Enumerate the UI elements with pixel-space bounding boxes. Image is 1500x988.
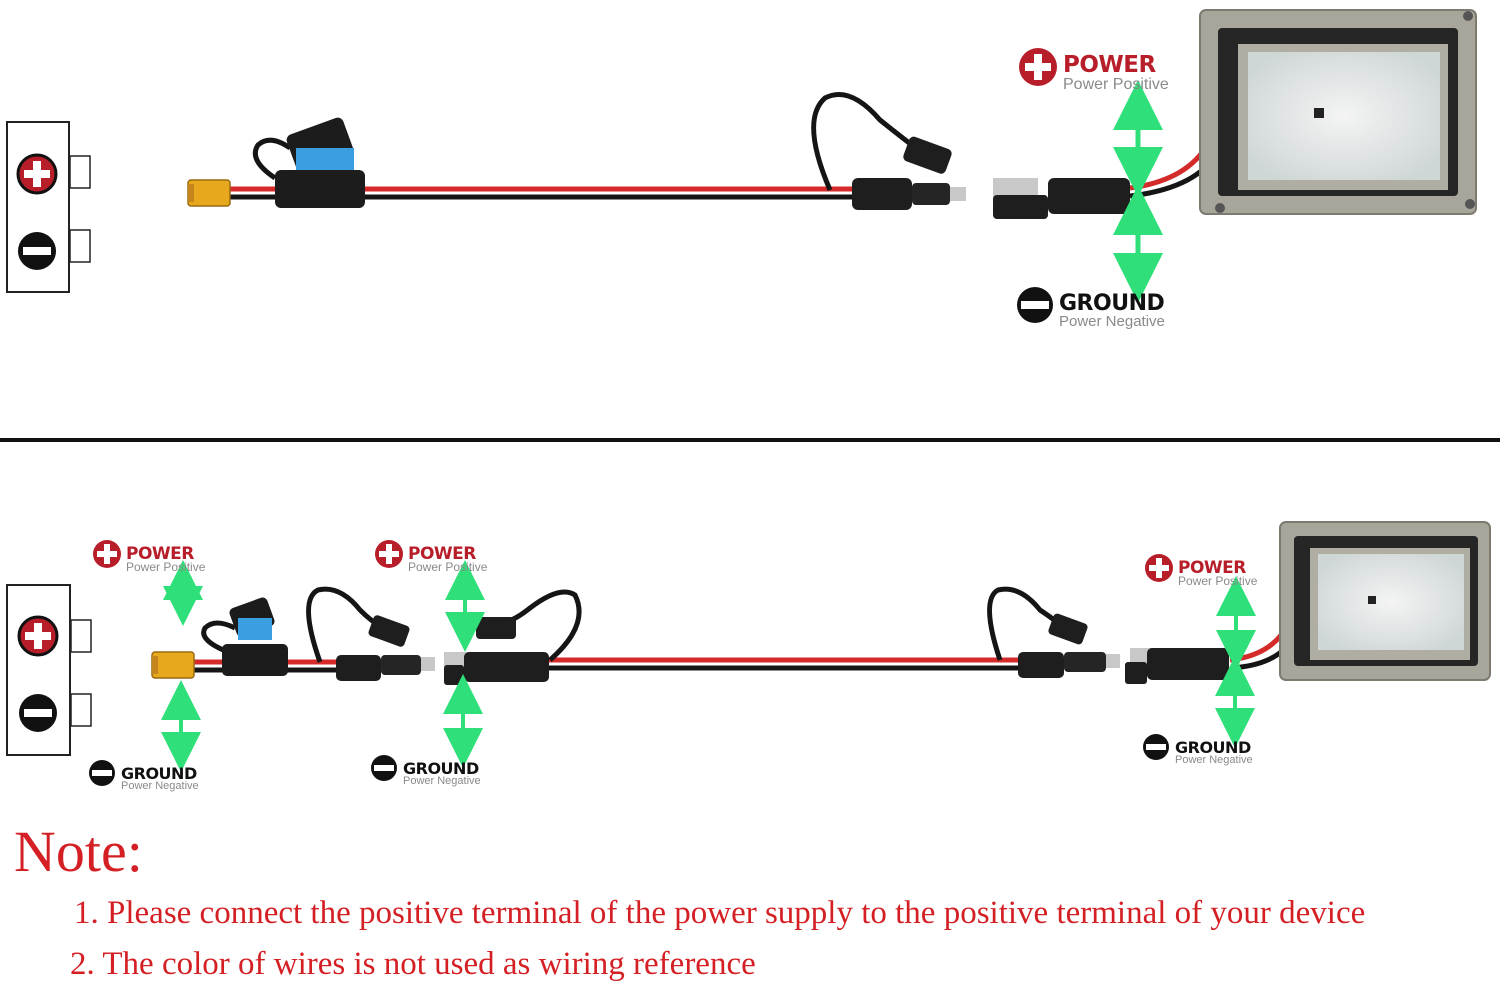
plus-circle-icon — [1145, 554, 1173, 582]
section-divider — [0, 438, 1500, 442]
ground-label-title: GROUND — [403, 759, 479, 778]
minus-circle-icon — [1017, 287, 1053, 323]
xt60-connector-icon — [187, 179, 231, 207]
note-line-2: 2. The color of wires is not used as wir… — [70, 946, 756, 982]
fuse-holder-icon — [201, 597, 288, 676]
ground-label-sub: Power Negative — [1059, 313, 1165, 330]
plus-circle-icon — [1019, 48, 1057, 86]
power-label-title: POWER — [408, 544, 476, 564]
power-label-sub: Power Positive — [1178, 574, 1258, 588]
plus-circle-icon — [375, 540, 403, 568]
plus-circle-icon — [17, 615, 59, 657]
minus-circle-icon — [19, 694, 57, 732]
minus-circle-icon — [89, 760, 115, 786]
plus-circle-icon — [16, 153, 58, 195]
led-flood-light-icon — [1279, 521, 1491, 681]
led-flood-light-icon — [1199, 9, 1477, 215]
sae-connector-icon — [306, 586, 582, 685]
fuse-holder-icon — [252, 117, 365, 208]
power-label-sub: Power Positive — [408, 560, 488, 574]
power-label-sub: Power Positive — [126, 560, 206, 574]
battery-terminal-box-bottom — [6, 584, 92, 756]
note-line-1: 1. Please connect the positive terminal … — [74, 895, 1366, 931]
note-title: Note: — [14, 819, 143, 884]
ground-label-sub: Power Negative — [121, 780, 199, 792]
ground-label-title: GROUND — [1059, 291, 1165, 316]
minus-circle-icon — [1143, 734, 1169, 760]
ground-label-title: GROUND — [1175, 738, 1251, 757]
xt60-connector-icon — [151, 651, 195, 679]
power-label-title: POWER — [126, 544, 194, 564]
ground-label-sub: Power Negative — [403, 775, 481, 787]
power-label-title: POWER — [1178, 558, 1246, 578]
power-label-title: POWER — [1063, 52, 1156, 78]
minus-circle-icon — [18, 232, 56, 270]
minus-circle-icon — [371, 755, 397, 781]
plus-circle-icon — [93, 540, 121, 568]
sae-connector-icon — [811, 92, 1130, 219]
ground-label-title: GROUND — [121, 764, 197, 783]
battery-terminal-box-top — [6, 121, 91, 293]
ground-label-sub: Power Negative — [1175, 754, 1253, 766]
sae-connector-icon — [987, 586, 1229, 684]
power-label-sub: Power Positive — [1063, 76, 1169, 93]
